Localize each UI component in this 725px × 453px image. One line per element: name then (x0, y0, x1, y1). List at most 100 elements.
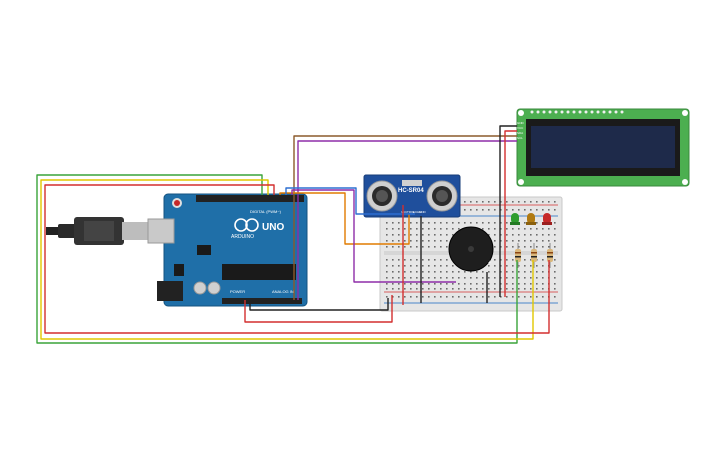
breadboard-hole (530, 288, 532, 290)
breadboard-hole (536, 209, 538, 211)
breadboard-hole (428, 271, 430, 273)
wire-red-lcd[interactable] (504, 130, 517, 297)
wire-purple-buzzer[interactable] (291, 189, 456, 283)
breadboard-hole (392, 283, 394, 285)
breadboard-hole (422, 277, 424, 279)
breadboard-hole (410, 296, 412, 298)
led-green[interactable] (510, 213, 520, 225)
breadboard-hole (410, 222, 412, 224)
breadboard-hole (452, 265, 454, 267)
breadboard-hole (494, 271, 496, 273)
breadboard-hole (554, 288, 556, 290)
piezo-buzzer[interactable]: + (448, 226, 494, 272)
wire-brown-lcd[interactable] (293, 135, 517, 300)
breadboard-hole (464, 209, 466, 211)
breadboard-hole (518, 228, 520, 230)
breadboard-hole (410, 259, 412, 261)
breadboard-hole (500, 277, 502, 279)
lcd-header-pin (572, 110, 576, 114)
breadboard-hole (500, 228, 502, 230)
breadboard-hole (452, 283, 454, 285)
breadboard-hole (530, 246, 532, 248)
arduino-logo-text: ARDUINO (231, 234, 254, 240)
breadboard-hole (494, 296, 496, 298)
lcd-header-pin (578, 110, 582, 114)
wire-purple-lcd[interactable] (297, 140, 517, 300)
wire-orange-trig[interactable] (279, 192, 410, 245)
breadboard-hole (464, 283, 466, 285)
breadboard-hole (398, 246, 400, 248)
breadboard-hole (488, 209, 490, 211)
breadboard-hole (398, 296, 400, 298)
breadboard-hole (416, 265, 418, 267)
resistor-1[interactable] (515, 243, 521, 268)
lcd-pin-sda: SDA (517, 131, 523, 135)
breadboard-hole (494, 201, 496, 203)
breadboard-hole (542, 283, 544, 285)
breadboard-hole (470, 283, 472, 285)
wire-black-gnd[interactable] (249, 298, 389, 311)
breadboard-hole (470, 296, 472, 298)
breadboard-hole (464, 296, 466, 298)
breadboard-hole (530, 209, 532, 211)
breadboard-hole (530, 271, 532, 273)
breadboard-hole (524, 228, 526, 230)
breadboard-hole (518, 296, 520, 298)
breadboard-hole (428, 265, 430, 267)
lcd-header-pin (608, 110, 612, 114)
breadboard-hole (536, 234, 538, 236)
resistor-2[interactable] (531, 243, 537, 268)
breadboard-hole (428, 277, 430, 279)
breadboard-hole (404, 277, 406, 279)
breadboard-hole (530, 277, 532, 279)
breadboard-hole (386, 222, 388, 224)
breadboard-hole (512, 234, 514, 236)
breadboard-hole (518, 234, 520, 236)
resistor-3[interactable] (547, 243, 553, 268)
breadboard-hole (542, 228, 544, 230)
breadboard-hole (440, 222, 442, 224)
wire-green[interactable] (36, 174, 518, 344)
breadboard-hole (518, 209, 520, 211)
breadboard-hole (422, 271, 424, 273)
breadboard-hole (524, 209, 526, 211)
breadboard-hole (392, 259, 394, 261)
breadboard-hole (500, 259, 502, 261)
breadboard-hole (410, 246, 412, 248)
breadboard-hole (554, 201, 556, 203)
breadboard-hole (482, 222, 484, 224)
breadboard-hole (386, 234, 388, 236)
led-red[interactable] (542, 213, 552, 225)
wire-red-led[interactable] (44, 184, 550, 334)
breadboard-hole (434, 222, 436, 224)
breadboard-hole (500, 288, 502, 290)
breadboard-hole (542, 240, 544, 242)
breadboard-hole (446, 246, 448, 248)
breadboard-hole (404, 288, 406, 290)
breadboard-hole (554, 222, 556, 224)
breadboard-hole (386, 228, 388, 230)
breadboard-hole (476, 296, 478, 298)
breadboard-hole (428, 288, 430, 290)
led-orange[interactable] (526, 213, 536, 225)
breadboard-hole (398, 283, 400, 285)
breadboard-hole (530, 283, 532, 285)
breadboard-hole (512, 209, 514, 211)
breadboard-hole (494, 209, 496, 211)
breadboard-hole (392, 271, 394, 273)
wire-black-lcd[interactable] (499, 125, 517, 297)
ultrasonic-sensor[interactable]: HC-SR04 VCC TRIG ECHO GND (363, 174, 461, 218)
wire-red-5v[interactable] (244, 295, 393, 323)
wire-blue-echo[interactable] (285, 187, 415, 215)
wire-yellow[interactable] (40, 179, 534, 340)
arduino-uno-board[interactable]: ARDUINO UNO DIGITAL (PWM~) POWER ANALOG … (147, 193, 308, 307)
breadboard-hole (524, 259, 526, 261)
breadboard-hole (512, 228, 514, 230)
breadboard-hole (530, 259, 532, 261)
breadboard-hole (458, 288, 460, 290)
lcd-display[interactable]: GND VCC SDA SCL (516, 108, 690, 187)
breadboard-hole (512, 201, 514, 203)
breadboard-hole (440, 234, 442, 236)
breadboard-hole (416, 271, 418, 273)
breadboard-hole (410, 271, 412, 273)
